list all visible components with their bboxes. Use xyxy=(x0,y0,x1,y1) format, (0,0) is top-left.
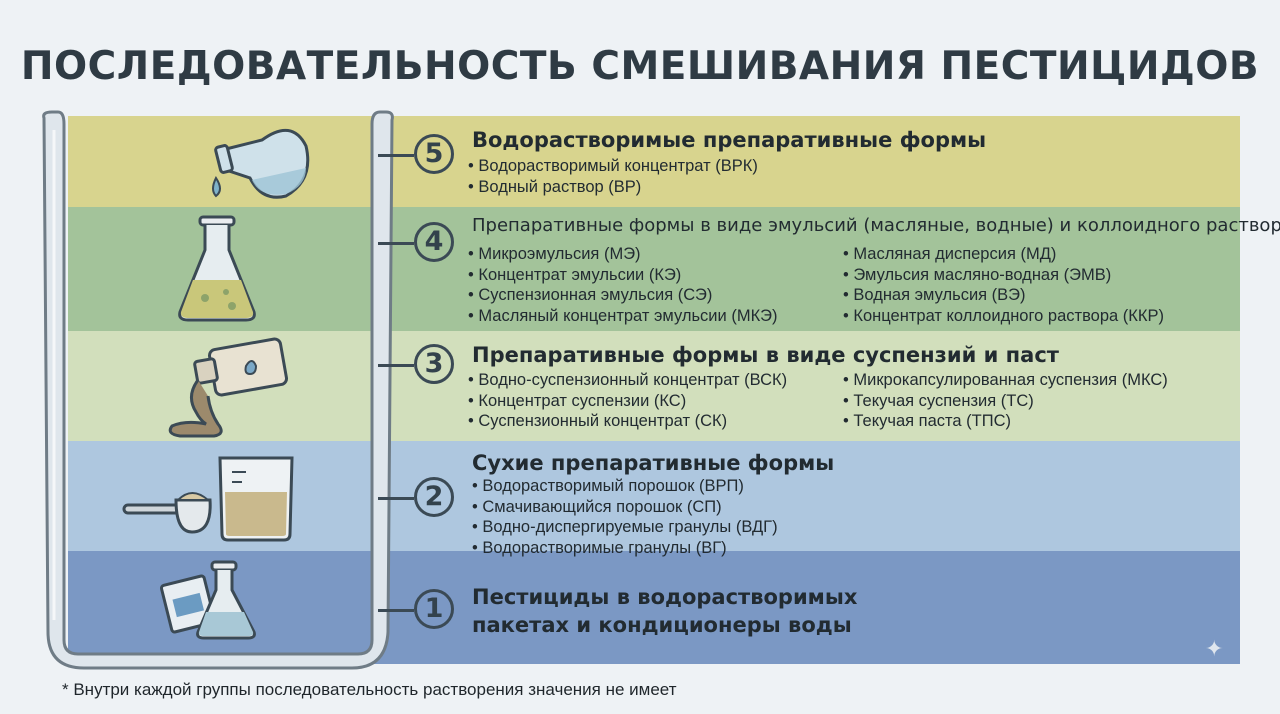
step-number-2: 2 xyxy=(414,477,454,517)
list-item: Водно-диспергируемые гранулы (ВДГ) xyxy=(472,517,777,538)
list-item: Концентрат эмульсии (КЭ) xyxy=(468,265,778,286)
list-item: Микроэмульсия (МЭ) xyxy=(468,244,778,265)
list-item: Текучая суспензия (ТС) xyxy=(843,391,1168,412)
list-item: Суспензионная эмульсия (СЭ) xyxy=(468,285,778,306)
step-4-list-left: Микроэмульсия (МЭ) Концентрат эмульсии (… xyxy=(468,244,778,327)
connector-line xyxy=(378,154,414,157)
list-item: Концентрат коллоидного раствора (ККР) xyxy=(843,306,1164,327)
step-number-5: 5 xyxy=(414,134,454,174)
step-heading-1-line-2: пакетах и кондиционеры воды xyxy=(472,613,852,637)
page-title: ПОСЛЕДОВАТЕЛЬНОСТЬ СМЕШИВАНИЯ ПЕСТИЦИДОВ xyxy=(20,44,1260,89)
list-item: Масляный концентрат эмульсии (МКЭ) xyxy=(468,306,777,327)
list-item: Водорастворимый порошок (ВРП) xyxy=(472,476,778,497)
list-item: Суспензионный концентрат (СК) xyxy=(468,411,787,432)
connector-line xyxy=(378,497,414,500)
list-item: Масляная дисперсия (МД) xyxy=(843,244,1164,265)
step-heading-1: Пестициды в водорастворимых пакетах и ко… xyxy=(472,583,857,639)
list-item: Водно-суспензионный концентрат (ВСК) xyxy=(468,370,787,391)
list-item: Водная эмульсия (ВЭ) xyxy=(843,285,1164,306)
list-item: Концентрат суспензии (КС) xyxy=(468,391,787,412)
list-item: Водорастворимые гранулы (ВГ) xyxy=(472,538,778,559)
step-2-list: Водорастворимый порошок (ВРП) Смачивающи… xyxy=(472,476,778,559)
list-item: Эмульсия масляно-водная (ЭМВ) xyxy=(843,265,1164,286)
list-item: Микрокапсулированная суспензия (МКС) xyxy=(843,370,1167,391)
step-5-list-left: Водорастворимый концентрат (ВРК) Водный … xyxy=(468,156,758,197)
step-heading-1-line-1: Пестициды в водорастворимых xyxy=(472,585,858,609)
list-item: Текучая паста (ТПС) xyxy=(843,411,1168,432)
step-heading-5: Водорастворимые препаративные формы xyxy=(472,128,987,152)
step-number-1: 1 xyxy=(414,589,454,629)
step-number-3: 3 xyxy=(414,344,454,384)
list-item: Водный раствор (ВР) xyxy=(468,177,758,198)
footnote: * Внутри каждой группы последовательност… xyxy=(62,680,677,699)
sparkle-icon: ✦ xyxy=(1205,636,1224,661)
step-heading-3: Препаративные формы в виде суспензий и п… xyxy=(472,343,1059,367)
step-4-list-right: Масляная дисперсия (МД) Эмульсия масляно… xyxy=(843,244,1164,326)
step-heading-4: Препаративные формы в виде эмульсий (мас… xyxy=(472,215,1280,236)
step-heading-2: Сухие препаративные формы xyxy=(472,451,835,475)
step-3-list-left: Водно-суспензионный концентрат (ВСК) Кон… xyxy=(468,370,787,432)
connector-line xyxy=(378,364,414,367)
step-3-list-right: Микрокапсулированная суспензия (МКС) Тек… xyxy=(843,370,1168,432)
list-item: Смачивающийся порошок (СП) xyxy=(472,497,778,518)
connector-line xyxy=(378,242,414,245)
list-item: Водорастворимый концентрат (ВРК) xyxy=(468,156,758,177)
step-number-4: 4 xyxy=(414,222,454,262)
connector-line xyxy=(378,609,414,612)
